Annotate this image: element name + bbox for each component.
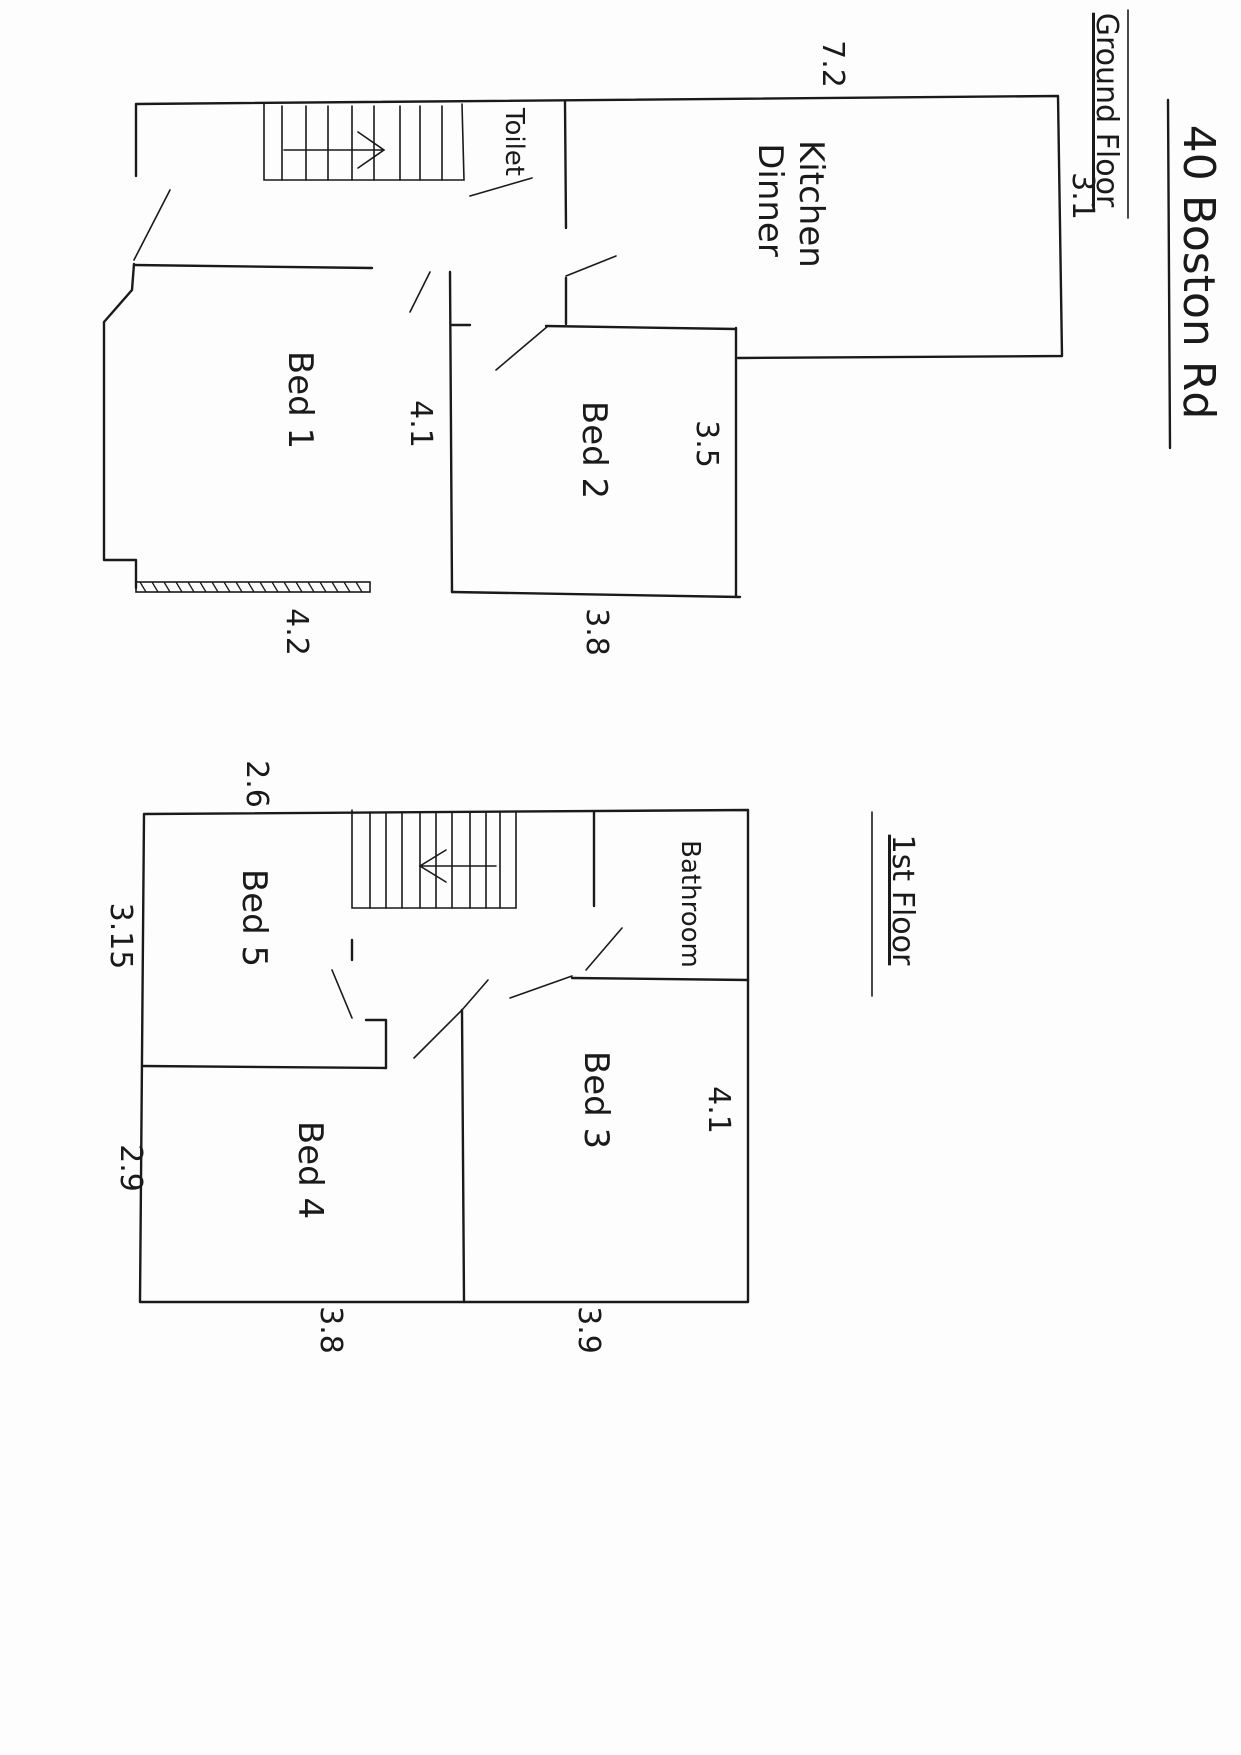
dimension-kitchen-length: 7.2 bbox=[815, 40, 850, 88]
title-underlines bbox=[871, 9, 1172, 997]
room-label-bed-4: Bed 4 bbox=[290, 1120, 330, 1220]
room-label-kitchen-dinner: Kitchen Dinner bbox=[750, 140, 831, 268]
first-floor-walls bbox=[138, 808, 750, 1304]
dimension-bed-2-width: 3.8 bbox=[579, 608, 614, 656]
first-floor-heading: 1st Floor bbox=[885, 834, 920, 966]
dimension-bed-1-width: 4.2 bbox=[279, 608, 314, 656]
ground-floor-bay-hatch bbox=[135, 581, 371, 593]
ground-floor-doors bbox=[133, 177, 617, 371]
dimension-bed-2-depth: 3.5 bbox=[689, 420, 724, 468]
room-label-bed-2: Bed 2 bbox=[574, 400, 614, 500]
dimension-bed-3-width: 3.9 bbox=[571, 1306, 606, 1354]
room-label-bed-5: Bed 5 bbox=[234, 868, 274, 968]
property-title: 40 Boston Rd bbox=[1173, 124, 1224, 420]
ground-floor-stairs bbox=[263, 103, 465, 181]
room-label-bed-3: Bed 3 bbox=[576, 1050, 616, 1150]
dimension-bed-5-depth: 3.15 bbox=[103, 902, 138, 970]
dimension-bed-4-width: 3.8 bbox=[313, 1306, 348, 1354]
room-label-bed-1: Bed 1 bbox=[280, 350, 320, 450]
room-label-bathroom: Bathroom bbox=[675, 840, 705, 968]
ground-floor-walls bbox=[102, 94, 1064, 599]
dimension-bed-1-depth: 4.1 bbox=[403, 400, 438, 448]
first-floor-doors bbox=[331, 927, 623, 1059]
dimension-kitchen-width: 3.1 bbox=[1065, 172, 1100, 220]
room-label-toilet: Toilet bbox=[499, 107, 529, 177]
dimension-bed-3-depth: 4.1 bbox=[701, 1086, 736, 1134]
first-floor-stairs bbox=[351, 809, 517, 909]
dimension-bed-5-width: 2.6 bbox=[239, 760, 274, 808]
dimension-bed-4-depth: 2.9 bbox=[113, 1144, 148, 1192]
